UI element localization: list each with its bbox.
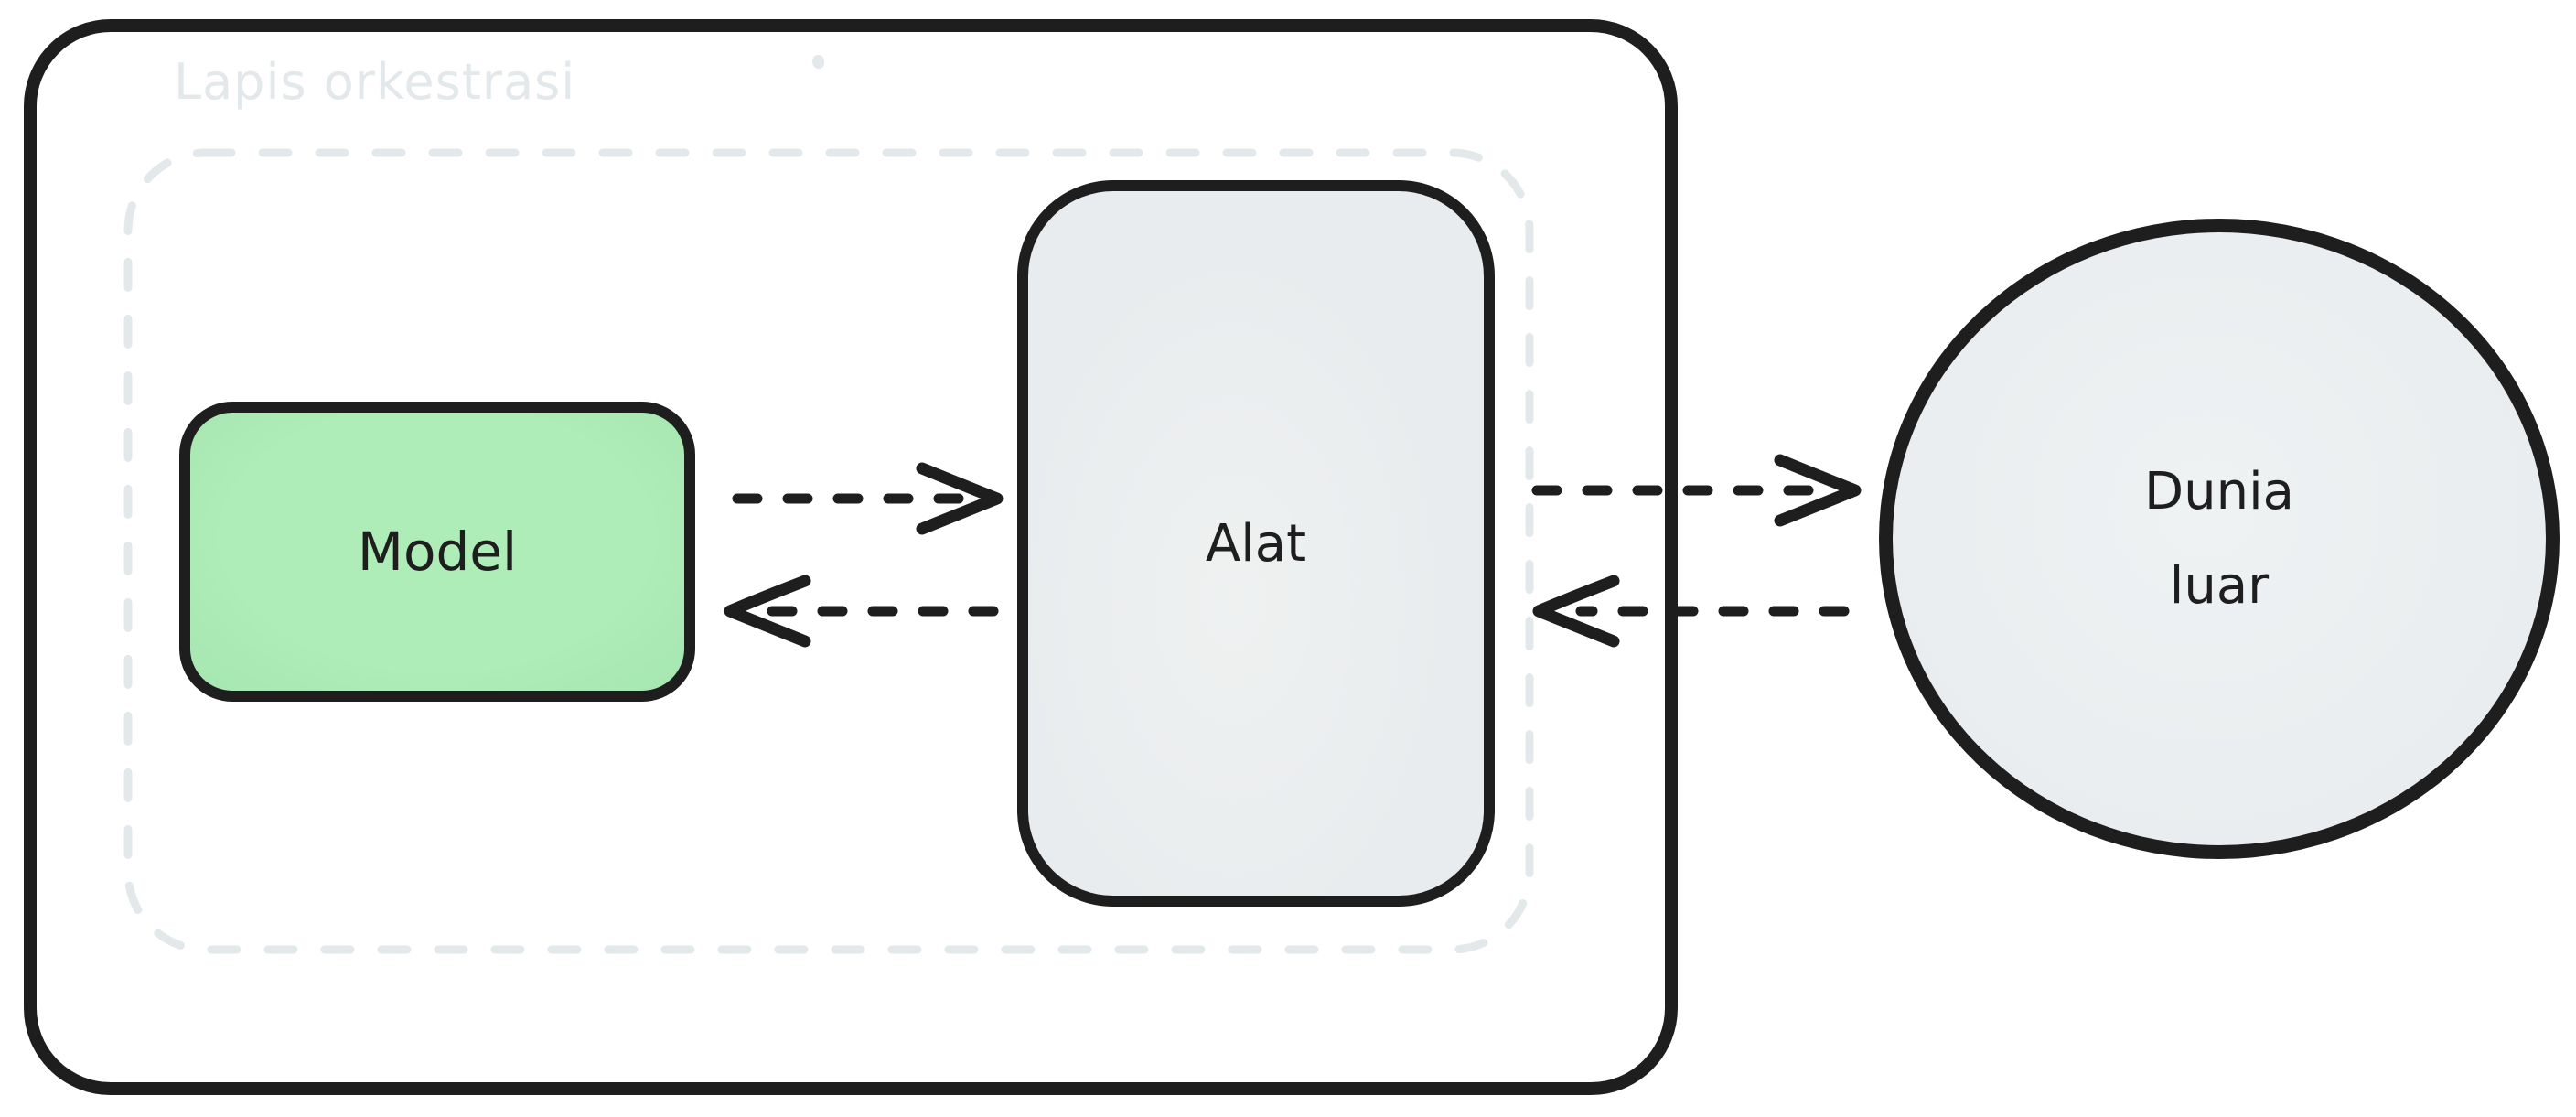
arrow-right-head-icon — [916, 462, 1004, 535]
arrow-left-head-icon — [724, 575, 811, 648]
arrow-model-to-tools — [732, 462, 1004, 535]
arrow-world-to-tools — [1532, 575, 1850, 648]
model-node: Model — [179, 402, 695, 702]
stray-mark — [812, 55, 824, 69]
arrow-tools-to-world — [1531, 454, 1862, 527]
orchestration-layer-label: Lapis orkestrasi — [174, 53, 576, 111]
model-node-label: Model — [357, 521, 518, 583]
orchestration-layer-boundary — [123, 148, 1534, 954]
arrow-left-head-icon — [1532, 575, 1620, 648]
arrow-right-head-icon — [1774, 454, 1862, 527]
outside-world-label-line1: Dunia — [2144, 462, 2294, 521]
agent-boundary-box — [24, 19, 1678, 1095]
outside-world-node: Dunia luar — [1879, 219, 2560, 859]
outside-world-label-line2: luar — [2169, 556, 2270, 616]
tools-node: Alat — [1017, 180, 1495, 907]
arrow-tools-to-model — [724, 575, 999, 648]
tools-node-label: Alat — [1205, 513, 1307, 574]
